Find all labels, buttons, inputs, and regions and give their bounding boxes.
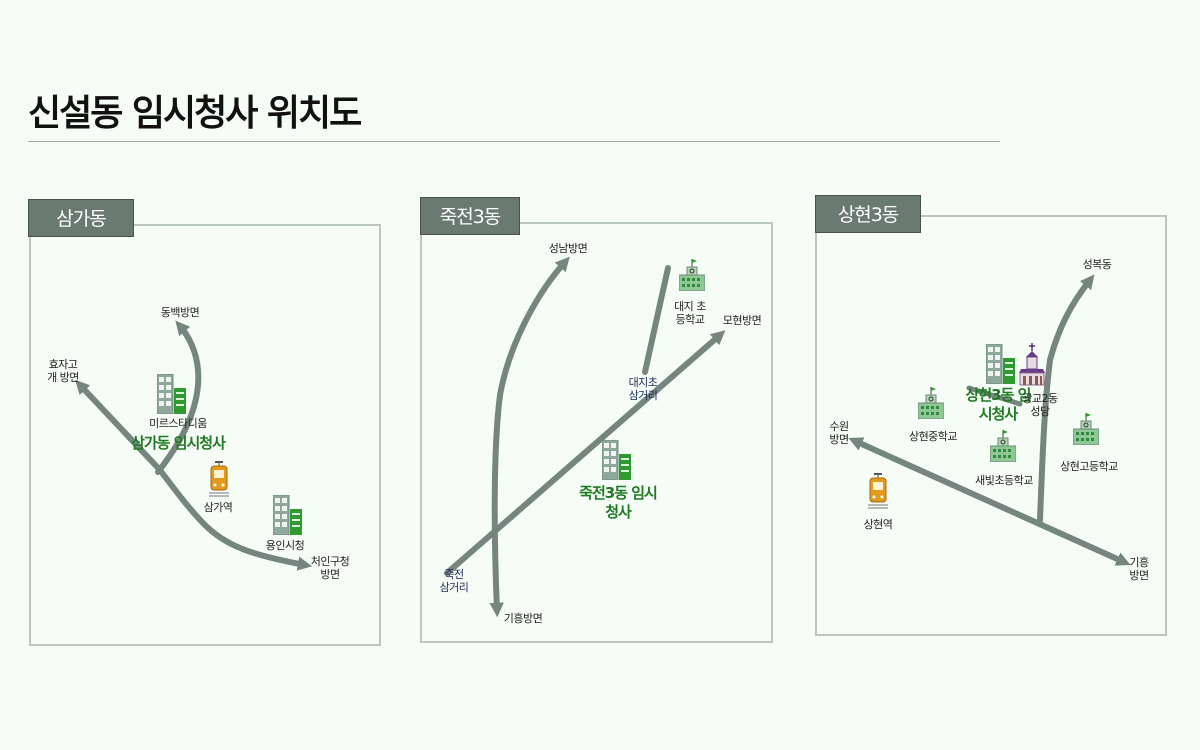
panel-jukjeon-frame	[420, 222, 773, 643]
label-giheung-2: 기흥 방면	[1129, 556, 1149, 582]
panel-sanghyeon-frame	[815, 215, 1167, 636]
page-title: 신설동 임시청사 위치도	[28, 93, 362, 134]
road-daeji	[642, 265, 671, 375]
train-icon	[868, 473, 888, 509]
panel-samga-tab: 삼가동	[28, 199, 134, 237]
road-hyoja-cheoin	[75, 379, 313, 571]
school-icon	[1073, 413, 1099, 445]
label-elementary-school: 새빛초등학교	[975, 474, 1033, 487]
building-icon	[986, 344, 1016, 384]
building-icon	[273, 495, 303, 535]
building-icon	[602, 440, 632, 480]
school-icon	[679, 259, 705, 291]
school-icon	[918, 387, 944, 419]
panel-jukjeon-tab: 죽전3동	[420, 197, 520, 235]
label-seongbok: 성복동	[1082, 258, 1112, 271]
office-samga: 삼가동 임시청사	[131, 434, 226, 452]
title-divider	[28, 141, 1000, 142]
road-dongbaek	[155, 320, 202, 475]
label-mohyeon: 모현방면	[722, 314, 762, 327]
label-sanghyeon-station: 상현역	[863, 518, 893, 531]
school-icon	[990, 430, 1016, 462]
label-cheoin: 처인구청 방면	[310, 555, 350, 581]
road-office-stub	[966, 385, 1023, 407]
label-dongbaek: 동백방면	[160, 306, 200, 319]
label-jukjeon-junction: 죽전 삼거리	[439, 568, 469, 594]
panel-sanghyeon-tab: 상현3동	[815, 195, 921, 233]
panel-samga-frame	[29, 224, 381, 646]
label-suwon: 수원 방면	[829, 420, 849, 446]
road-suwon-giheung	[848, 437, 1131, 566]
label-seongnam: 성남방면	[548, 242, 588, 255]
office-sanghyeon3: 상현3동 임시청사	[965, 386, 1032, 423]
label-high-school: 상현고등학교	[1060, 460, 1118, 473]
label-daeji-junction: 대지초 삼거리	[628, 376, 658, 402]
label-daeji-school: 대지 초등학교	[674, 300, 706, 326]
road-seongbok	[1037, 274, 1095, 523]
label-samga-station: 삼가역	[203, 501, 233, 514]
road-jukjeon-mohyeon	[444, 330, 726, 576]
church-icon	[1017, 343, 1047, 387]
label-hyoja: 효자고개 방면	[47, 358, 79, 384]
label-middle-school: 상현중학교	[908, 430, 958, 443]
label-church: 광교2동 성당	[1022, 392, 1058, 418]
road-seongnam-giheung	[489, 256, 570, 618]
label-yongin-cityhall: 용인시청	[265, 539, 305, 552]
building-icon	[157, 374, 187, 414]
train-icon	[209, 461, 229, 497]
office-jukjeon3: 죽전3동 임시청사	[579, 484, 658, 521]
label-mir-stadium: 미르스타디움	[149, 417, 207, 430]
label-giheung: 기흥방면	[503, 612, 543, 625]
